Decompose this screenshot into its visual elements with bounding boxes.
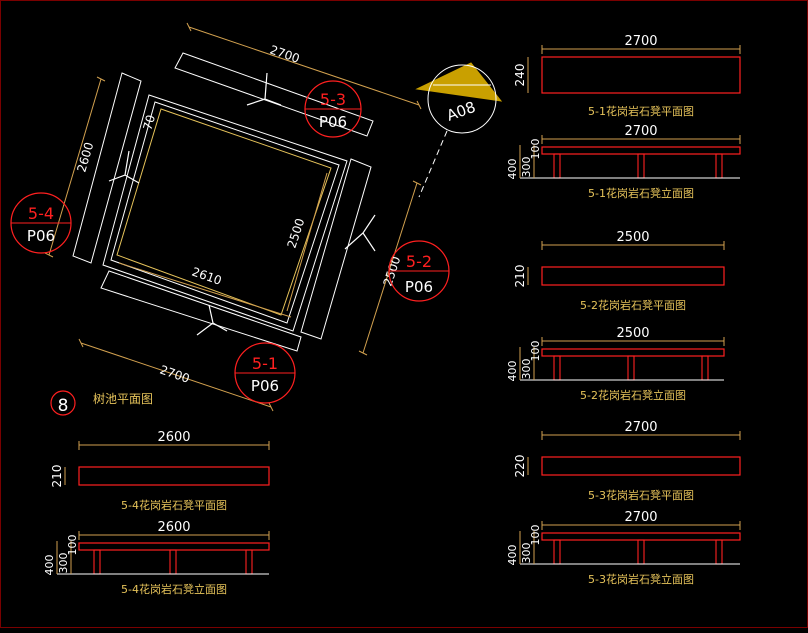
callout-left: 5-4 P06: [10, 192, 72, 254]
height-mid-label: 300: [57, 553, 70, 574]
bench-leg: [627, 355, 635, 381]
bench-top-slab: [541, 348, 725, 357]
height-total-label: 400: [506, 545, 519, 566]
bench-right-outline: [300, 158, 372, 340]
callout-left-sheet: P06: [27, 227, 55, 245]
pit-inner-edge: [110, 101, 340, 324]
bench-left-outline: [72, 72, 142, 264]
bench-leg: [715, 153, 723, 179]
bench-top-slab: [541, 532, 741, 541]
north-label: A08: [444, 98, 478, 125]
detail-caption: 5-2花岗岩石凳平面图: [580, 298, 686, 312]
detail-caption: 5-1花岗岩石凳立面图: [588, 186, 694, 200]
pit-inner-edge-2: [116, 108, 332, 316]
bench-leg: [245, 549, 253, 575]
detail-caption: 5-4花岗岩石凳立面图: [121, 582, 227, 596]
detail-d53p: 2700 220 5-3花岗岩石凳平面图: [513, 420, 741, 502]
height-total-label: 400: [506, 361, 519, 382]
length-label: 2600: [157, 430, 190, 445]
dim-left: 2600: [74, 141, 96, 174]
length-label: 2700: [624, 124, 657, 139]
callout-top-sheet: P06: [319, 113, 347, 131]
length-label: 2500: [616, 230, 649, 245]
detail-d54p: 2600 210 5-4花岗岩石凳平面图: [50, 430, 270, 512]
detail-caption: 5-4花岗岩石凳平面图: [121, 498, 227, 512]
detail-caption: 5-1花岗岩石凳平面图: [588, 104, 694, 118]
north-triangle: [415, 62, 503, 102]
height-total-label: 400: [506, 159, 519, 180]
pit-outer-edge: [102, 94, 348, 332]
dim-inner-2500: 2500: [285, 217, 308, 250]
height-top-label: 100: [529, 341, 542, 362]
bench-leg: [169, 549, 177, 575]
bench-leg: [553, 539, 561, 565]
detail-d51p: 2700 240 5-1花岗岩石凳平面图: [513, 34, 741, 118]
plan-title-block: 8 树池平面图: [50, 390, 153, 416]
length-label: 2600: [157, 520, 190, 535]
callout-bottom: 5-1 P06: [234, 342, 296, 404]
dim-top: 2700: [268, 43, 301, 66]
section-markers: [108, 72, 376, 336]
callout-right-sheet: P06: [405, 278, 433, 296]
bench-top-slab: [78, 542, 270, 551]
height-mid-label: 300: [520, 543, 533, 564]
dim-bottom: 2700: [158, 363, 191, 386]
height-top-label: 100: [66, 535, 79, 556]
bench-plan-rect: [78, 466, 270, 486]
leader-line: [418, 130, 448, 198]
height-mid-label: 300: [520, 157, 533, 178]
height-top-label: 100: [529, 525, 542, 546]
bench-plan-rect: [541, 456, 741, 476]
detail-caption: 5-2花岗岩石凳立面图: [580, 388, 686, 402]
height-label: 210: [513, 265, 527, 288]
length-label: 2700: [624, 420, 657, 435]
detail-d52p: 2500 210 5-2花岗岩石凳平面图: [513, 230, 725, 312]
callout-left-id: 5-4: [28, 204, 54, 223]
bench-plan-rect: [541, 56, 741, 94]
callout-bottom-id: 5-1: [252, 354, 278, 373]
bench-leg: [637, 539, 645, 565]
callout-bottom-sheet: P06: [251, 377, 279, 395]
bench-leg: [715, 539, 723, 565]
bench-bottom-outline: [100, 270, 302, 352]
height-total-label: 400: [43, 555, 56, 576]
tree-pit-plan: 2700 2600 2500 2700 2500 2610 70: [44, 22, 448, 412]
bench-leg: [637, 153, 645, 179]
dim-inner-2610: 2610: [190, 265, 223, 288]
height-top-label: 100: [529, 139, 542, 160]
height-label: 220: [513, 455, 527, 478]
dim-corner-gap: 70: [140, 113, 158, 132]
plan-title: 树池平面图: [93, 391, 153, 406]
length-label: 2500: [616, 326, 649, 341]
height-label: 210: [50, 465, 64, 488]
plan-dimensions: [44, 22, 422, 412]
detail-caption: 5-3花岗岩石凳立面图: [588, 572, 694, 586]
detail-caption: 5-3花岗岩石凳平面图: [588, 488, 694, 502]
plan-title-number: 8: [58, 396, 69, 416]
bench-top-outline: [174, 52, 374, 137]
height-mid-label: 300: [520, 359, 533, 380]
length-label: 2700: [624, 510, 657, 525]
bench-plan-rect: [541, 266, 725, 286]
callout-top-id: 5-3: [320, 90, 346, 109]
length-label: 2700: [624, 34, 657, 49]
callout-right: 5-2 P06: [388, 240, 450, 302]
bench-leg: [701, 355, 709, 381]
callout-right-id: 5-2: [406, 252, 432, 271]
bench-leg: [553, 355, 561, 381]
height-label: 240: [513, 64, 527, 87]
north-marker: A08: [415, 62, 503, 134]
bench-top-slab: [541, 146, 741, 155]
bench-leg: [553, 153, 561, 179]
callout-top: 5-3 P06: [304, 80, 362, 138]
bench-leg: [93, 549, 101, 575]
